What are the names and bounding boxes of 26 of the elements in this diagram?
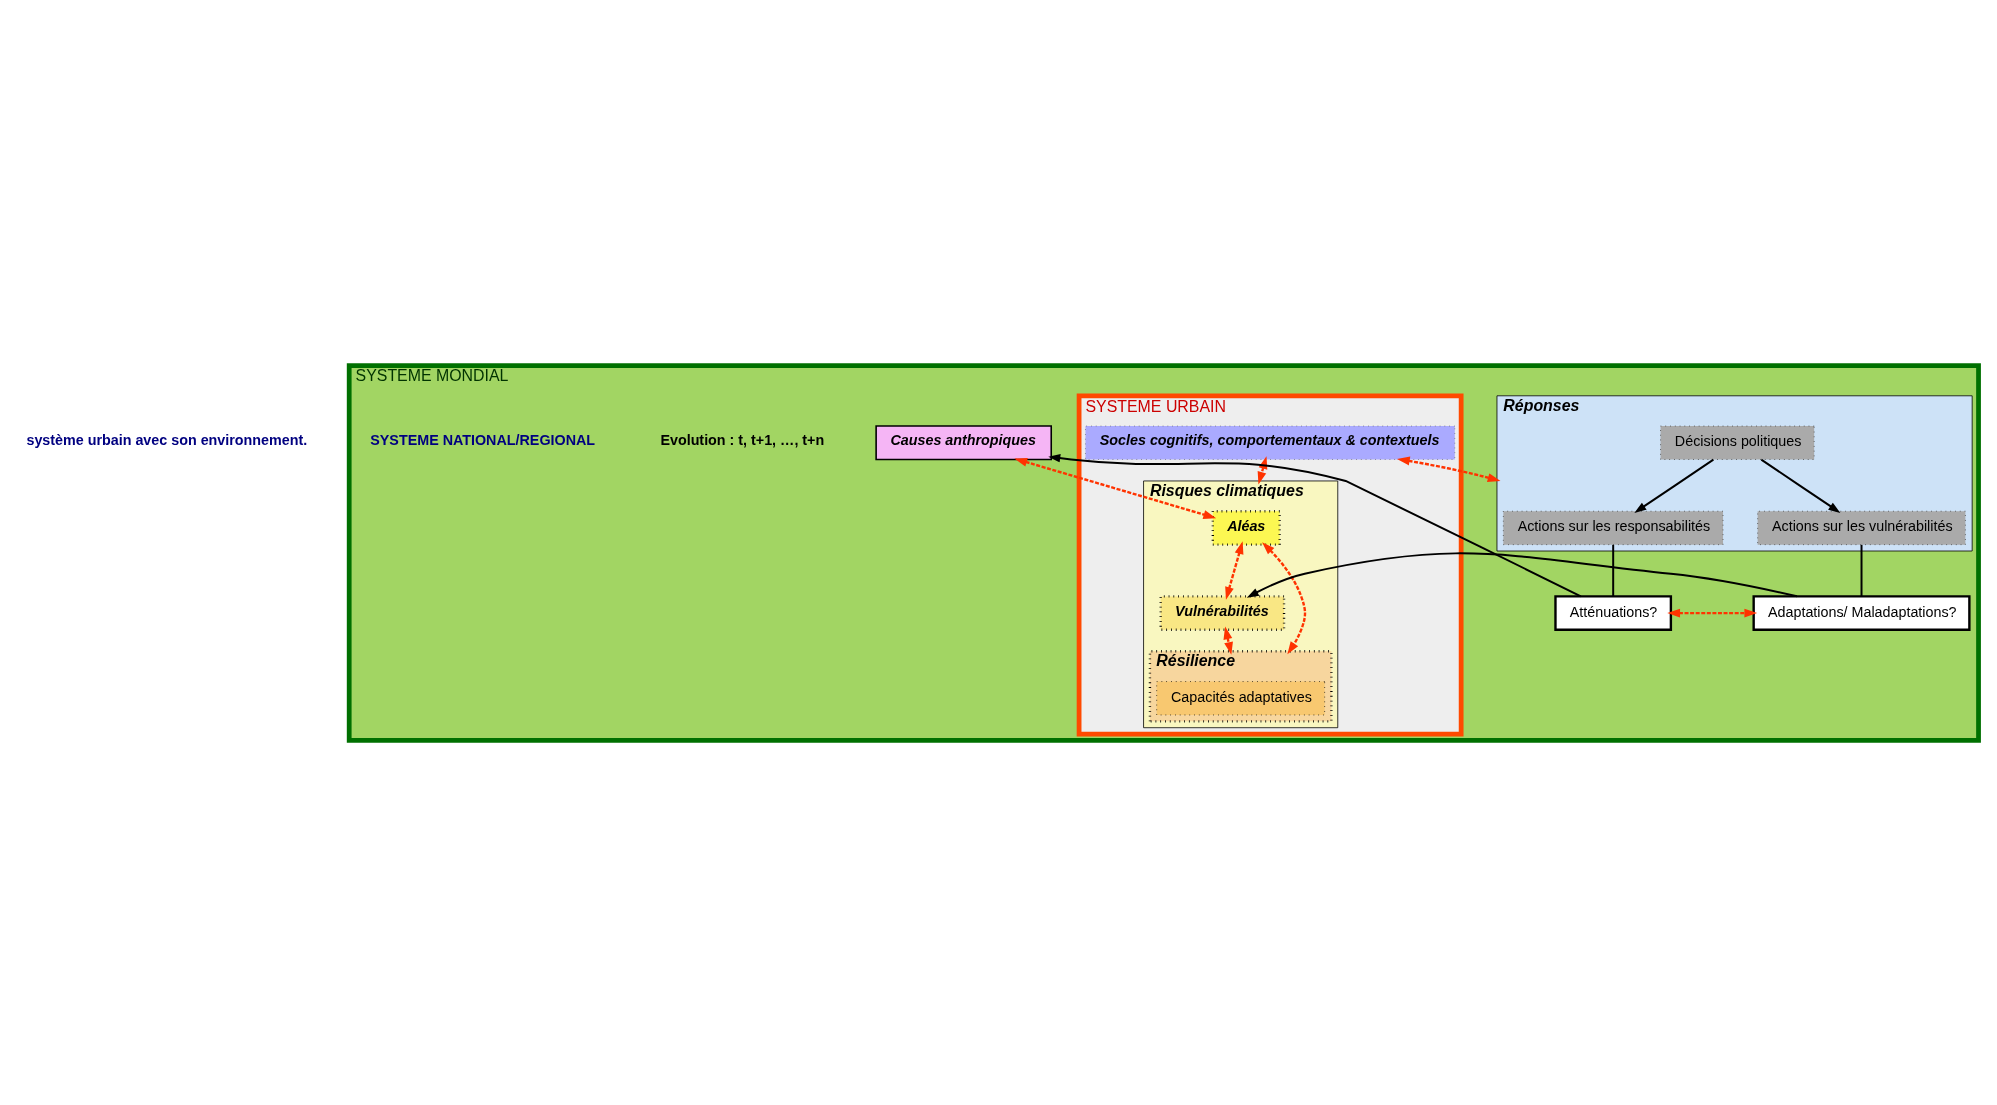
arrow — [1396, 456, 1501, 482]
arrow — [1225, 540, 1244, 600]
arrow — [1257, 455, 1268, 484]
arrow — [1246, 551, 1798, 598]
label: système urbain avec son environnement. — [26, 431, 308, 448]
connector — [1612, 543, 1615, 597]
arrow — [1760, 458, 1841, 513]
node-box: Socles cognitifs, comportementaux & contextuels — [1085, 425, 1456, 460]
node-box: Décisions politiques — [1660, 425, 1815, 460]
arrow — [1262, 541, 1307, 654]
node-box: Actions sur les vulnérabilités — [1757, 510, 1966, 545]
node-box: Adaptations/ Maladaptations? — [1752, 594, 1971, 631]
connector — [1860, 543, 1863, 597]
node-box: Atténuations? — [1554, 594, 1673, 631]
node-box: Vulnérabilités — [1159, 594, 1286, 631]
node-box: Capacités adaptatives — [1156, 680, 1326, 715]
arrow — [1634, 458, 1715, 513]
arrow — [1014, 457, 1217, 519]
label: SYSTEME NATIONAL/REGIONAL — [370, 431, 596, 448]
node-box: Causes anthropiques — [875, 424, 1053, 460]
arrow — [1048, 453, 1582, 597]
arrow — [1667, 608, 1758, 618]
arrow — [1223, 625, 1233, 655]
label: Evolution : t, t+1, …, t+n — [660, 431, 825, 448]
node-box: Aléas — [1211, 509, 1281, 546]
node-box: Actions sur les responsabilités — [1502, 510, 1724, 545]
